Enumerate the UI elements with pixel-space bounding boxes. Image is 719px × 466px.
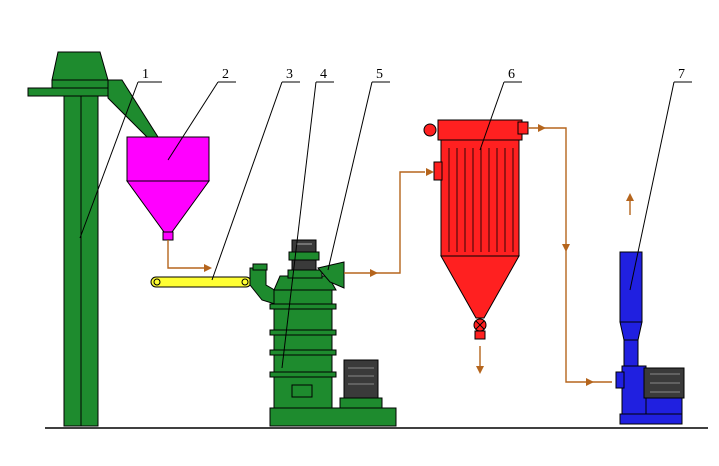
flow-classifier-to-collector: [344, 171, 425, 274]
belt-feeder: [150, 276, 252, 288]
callout-label-6: 6: [508, 67, 515, 82]
bucket-elevator: [27, 51, 159, 427]
classifier-motor: [288, 239, 320, 271]
callout-7: 7: [629, 67, 692, 291]
callout-2: 2: [167, 67, 236, 161]
callout-6: 6: [479, 67, 522, 151]
callout-5: 5: [327, 67, 390, 271]
callout-4: 4: [281, 67, 334, 369]
arrow-product-down: [476, 366, 484, 374]
flow-lines: [167, 124, 634, 386]
classifier: [273, 261, 345, 291]
callouts: 1 2 3 4 5 6 7: [79, 67, 692, 369]
arrow-to-collector: [426, 168, 434, 176]
callout-label-4: 4: [320, 67, 327, 82]
callout-label-7: 7: [678, 67, 685, 82]
pulse-dust-collector: [423, 119, 529, 340]
callout-label-1: 1: [142, 67, 149, 82]
callout-label-5: 5: [376, 67, 383, 82]
storage-hopper: [126, 136, 210, 241]
fan-motor: [643, 367, 685, 399]
callout-3: 3: [211, 67, 300, 281]
callout-label-3: 3: [286, 67, 293, 82]
callout-label-2: 2: [222, 67, 229, 82]
arrow-down-to-fan: [562, 244, 570, 252]
arrow-to-feeder: [204, 264, 212, 272]
arrow-into-fan: [586, 378, 594, 386]
arrow-exhaust-up: [626, 193, 634, 201]
flow-hopper-to-feeder: [167, 240, 205, 269]
arrow-collector-out: [538, 124, 546, 132]
flow-collector-to-fan: [528, 127, 612, 383]
callout-1: 1: [79, 67, 162, 239]
arrow-into-classifier-line: [370, 269, 378, 277]
mill-motor: [339, 359, 383, 409]
